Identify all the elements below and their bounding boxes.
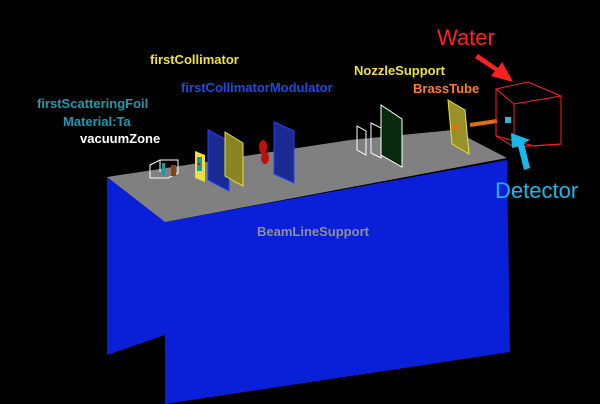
label-first-scattering-foil: firstScatteringFoil	[37, 96, 149, 111]
label-first-collimator-modulator: firstCollimatorModulator	[181, 80, 333, 95]
label-first-collimator: firstCollimator	[150, 52, 239, 67]
first-scattering-foil	[195, 151, 205, 182]
label-detector: Detector	[495, 178, 579, 203]
detector-arrow-icon	[511, 133, 530, 170]
brass-tube	[447, 99, 498, 155]
first-collimator	[224, 131, 244, 187]
label-material: Material:Ta	[63, 114, 131, 129]
label-beam-line-support: BeamLineSupport	[257, 224, 369, 239]
support-front-face	[165, 160, 510, 404]
label-vacuum-zone: vacuumZone	[80, 131, 161, 146]
water-arrow-icon	[475, 54, 513, 82]
label-brass-tube: BrassTube	[413, 81, 480, 96]
support-left-face	[107, 177, 165, 355]
detector	[505, 117, 511, 123]
label-water: Water	[437, 25, 495, 50]
first-collimator-modulator	[273, 121, 295, 184]
label-nozzle-support: NozzleSupport	[354, 63, 445, 78]
vacuum-zone	[149, 159, 179, 179]
nozzle-support	[356, 104, 403, 168]
collimator-plate-1	[207, 129, 230, 192]
support-top-face	[107, 130, 507, 222]
water-phantom	[495, 81, 562, 148]
beam-line-support	[107, 130, 510, 404]
modulator-wheel	[259, 140, 269, 164]
